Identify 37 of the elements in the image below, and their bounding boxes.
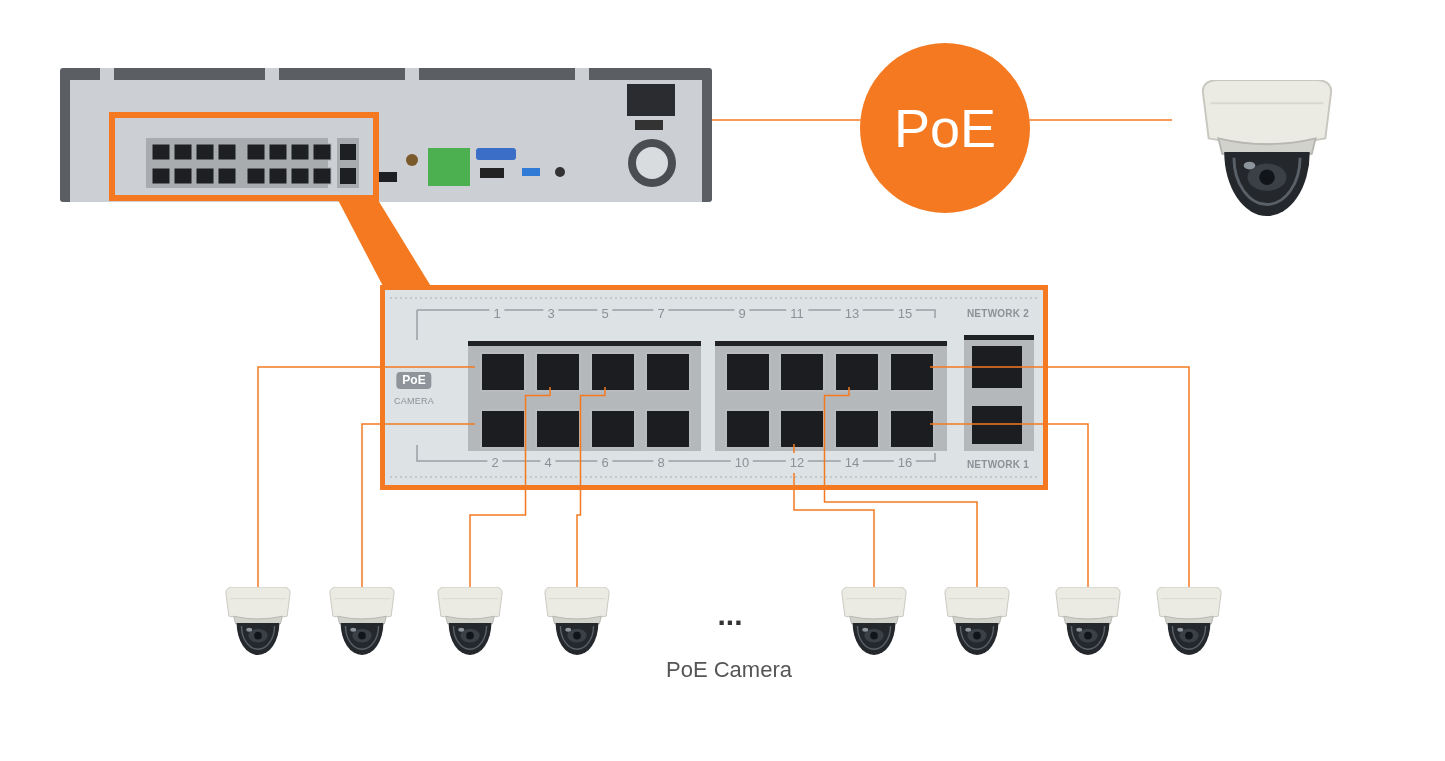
port-label: NETWORK 1	[966, 458, 1030, 472]
ethernet-port	[645, 352, 691, 392]
port-label: CAMERA	[394, 395, 434, 408]
connector-line	[711, 119, 862, 121]
ethernet-port	[725, 352, 771, 392]
zoomed-port-panel	[380, 285, 1048, 490]
ethernet-port	[590, 352, 636, 392]
connector-line	[469, 386, 551, 588]
connector-line	[929, 366, 1190, 588]
circle-label: PoE	[893, 101, 997, 155]
nvr-drawing	[60, 68, 712, 202]
connector-line	[929, 423, 1089, 588]
ethernet-port	[725, 409, 771, 449]
ethernet-port	[645, 409, 691, 449]
zoom-callout-wedge	[338, 200, 432, 288]
ethernet-port	[889, 352, 935, 392]
port-label: NETWORK 2	[966, 307, 1030, 321]
poe-badge: PoE	[396, 372, 432, 389]
connector-line	[361, 423, 476, 588]
ethernet-port	[834, 352, 880, 392]
connector-line	[576, 386, 606, 588]
connector-line	[823, 386, 978, 588]
ethernet-port	[779, 409, 825, 449]
connector-line	[257, 366, 476, 588]
ellipsis: ...	[717, 600, 743, 630]
ethernet-port	[834, 409, 880, 449]
ethernet-port	[779, 352, 825, 392]
connector-line	[793, 443, 875, 588]
port-number: 12	[785, 453, 809, 473]
caption-text: PoE Camera	[666, 656, 792, 684]
ethernet-port	[535, 352, 581, 392]
ethernet-port	[480, 409, 526, 449]
ethernet-port	[590, 409, 636, 449]
ethernet-port	[480, 352, 526, 392]
connector-line	[1028, 119, 1173, 121]
ethernet-port	[889, 409, 935, 449]
ethernet-port	[535, 409, 581, 449]
